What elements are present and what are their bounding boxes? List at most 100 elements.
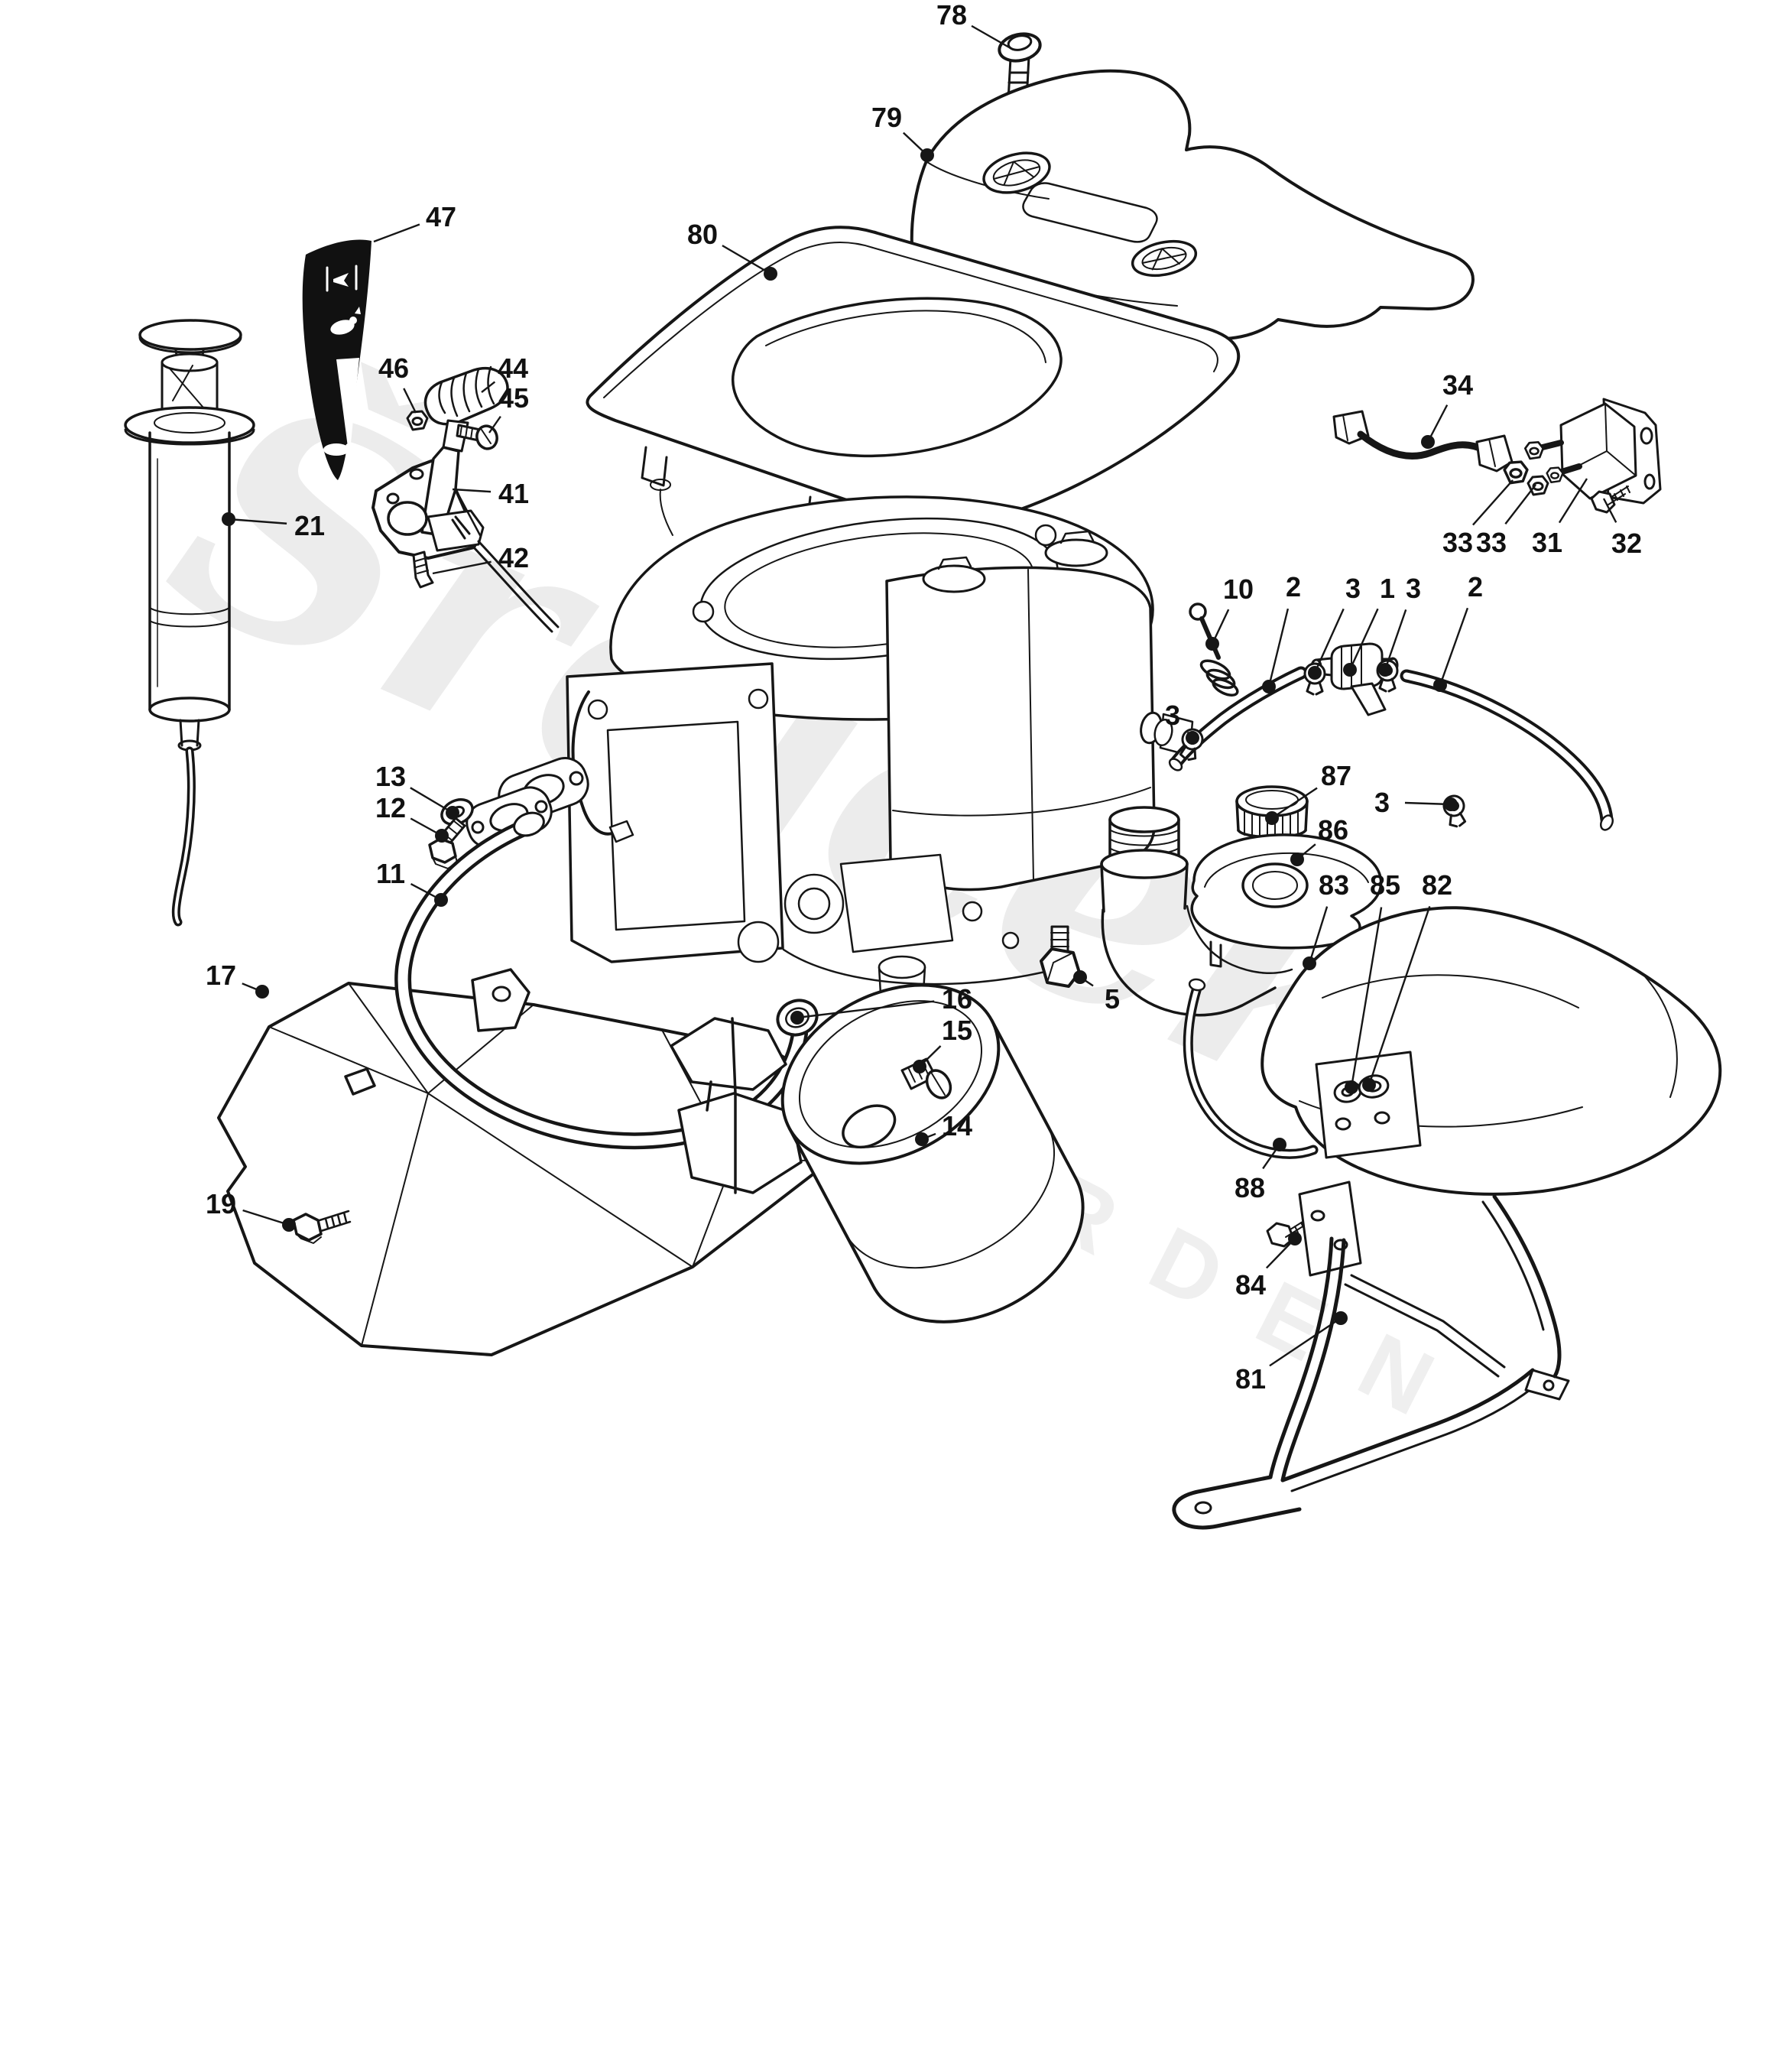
callout-17: 17 xyxy=(206,960,269,999)
callout-85: 85 xyxy=(1345,869,1400,1094)
part-number-label: 16 xyxy=(942,983,972,1015)
leader-line xyxy=(1348,608,1379,671)
callout-45: 45 xyxy=(488,382,529,434)
leader-line xyxy=(1267,608,1290,687)
knob-44-part xyxy=(423,365,509,453)
callout-3: 3 xyxy=(1374,787,1458,818)
callout-47: 47 xyxy=(373,201,456,243)
callout-1: 1 xyxy=(1343,573,1395,677)
leader-dot xyxy=(1290,853,1304,866)
tortoise-icon xyxy=(323,443,352,456)
leader-dot xyxy=(1265,811,1279,825)
leader-dot xyxy=(920,148,934,162)
vent-hose-88-part xyxy=(1183,978,1319,1159)
muffler-straps-part xyxy=(344,1017,803,1194)
leader-dot xyxy=(1262,680,1276,693)
hare-icon xyxy=(330,307,361,335)
callout-78: 78 xyxy=(936,0,1011,50)
callout-3: 3 xyxy=(1308,573,1361,680)
callout-12: 12 xyxy=(375,792,449,843)
callout-14: 14 xyxy=(915,1110,972,1146)
callout-79: 79 xyxy=(871,102,934,162)
callout-2: 2 xyxy=(1433,571,1483,692)
leader-dot xyxy=(913,1060,926,1073)
cable-42-part xyxy=(412,540,560,633)
part-number-label: 3 xyxy=(1165,700,1180,731)
leader-line xyxy=(1439,607,1469,686)
leader-line xyxy=(797,1000,935,1019)
callout-3: 3 xyxy=(1165,700,1199,745)
callout-10: 10 xyxy=(1205,573,1254,651)
callout-31: 31 xyxy=(1532,478,1588,558)
part-number-label: 80 xyxy=(687,219,718,250)
leader-line xyxy=(1384,609,1407,671)
callout-33: 33 xyxy=(1476,484,1536,558)
callout-83: 83 xyxy=(1303,869,1349,970)
part-number-label: 3 xyxy=(1345,573,1361,604)
part-number-label: 13 xyxy=(375,761,406,792)
oil-filler-tray-86-part xyxy=(1190,833,1383,968)
part-number-label: 45 xyxy=(498,382,529,414)
leader-line xyxy=(1269,1317,1342,1367)
heat-shield-17-part xyxy=(217,968,841,1356)
leader-line xyxy=(1271,787,1318,819)
part-number-label: 31 xyxy=(1532,527,1562,558)
bolt-78-part xyxy=(998,32,1042,116)
part-number-label: 10 xyxy=(1223,573,1254,605)
callout-3: 3 xyxy=(1378,573,1421,677)
part-number-label: 33 xyxy=(1442,527,1473,558)
leader-line xyxy=(228,518,287,524)
leader-line xyxy=(452,488,492,493)
leader-line xyxy=(373,223,420,243)
leader-line xyxy=(1368,906,1431,1086)
air-duct-cover-80-part xyxy=(586,226,1241,531)
throttle-decal-47-part xyxy=(302,239,371,480)
callout-32: 32 xyxy=(1602,498,1642,559)
leader-dot xyxy=(764,267,777,281)
part-number-label: 5 xyxy=(1105,983,1120,1015)
part-number-label: 42 xyxy=(498,542,529,573)
part-number-label: 14 xyxy=(942,1110,972,1142)
part-number-label: 41 xyxy=(498,478,529,509)
part-number-label: 34 xyxy=(1442,369,1473,401)
leader-line xyxy=(1426,404,1449,443)
part-number-label: 3 xyxy=(1406,573,1421,604)
leader-line xyxy=(432,560,492,575)
callout-15: 15 xyxy=(913,1015,972,1073)
callout-5: 5 xyxy=(1073,970,1120,1015)
leader-line xyxy=(1308,906,1329,964)
part-number-label: 85 xyxy=(1370,869,1400,901)
parts-art xyxy=(124,32,1722,1530)
part-number-label: 1 xyxy=(1380,573,1395,604)
part-number-label: 11 xyxy=(376,858,405,889)
part-number-label: 19 xyxy=(206,1188,236,1219)
fuel-hose-2b-part xyxy=(1400,669,1614,831)
part-number-label: 33 xyxy=(1476,527,1507,558)
leader-dot xyxy=(1334,1311,1348,1325)
part-number-label: 79 xyxy=(871,102,902,133)
grommet-plate-part xyxy=(1315,1051,1422,1159)
leader-dot xyxy=(435,829,449,843)
part-number-label: 32 xyxy=(1611,528,1642,559)
part-number-label: 83 xyxy=(1319,869,1349,901)
leader-dot xyxy=(1433,678,1447,692)
leader-line xyxy=(1350,907,1383,1088)
leader-line xyxy=(1602,498,1617,523)
solenoid-31-part xyxy=(1523,398,1662,505)
leader-line xyxy=(1472,479,1514,526)
callout-84: 84 xyxy=(1235,1232,1302,1301)
part-number-label: 21 xyxy=(294,510,325,541)
part-number-label: 87 xyxy=(1321,760,1351,791)
part-number-label: 47 xyxy=(426,201,456,232)
leader-line xyxy=(403,388,417,414)
leader-dot xyxy=(1073,970,1087,984)
oil-syringe-21-part xyxy=(124,319,255,927)
leader-dot xyxy=(1378,663,1392,677)
leader-dot xyxy=(282,1218,296,1232)
callout-80: 80 xyxy=(687,219,777,281)
leader-dot xyxy=(222,512,235,526)
dipstick-10-part xyxy=(1189,602,1239,697)
leader-line xyxy=(488,415,501,434)
throttle-lever-assembly xyxy=(371,365,560,633)
